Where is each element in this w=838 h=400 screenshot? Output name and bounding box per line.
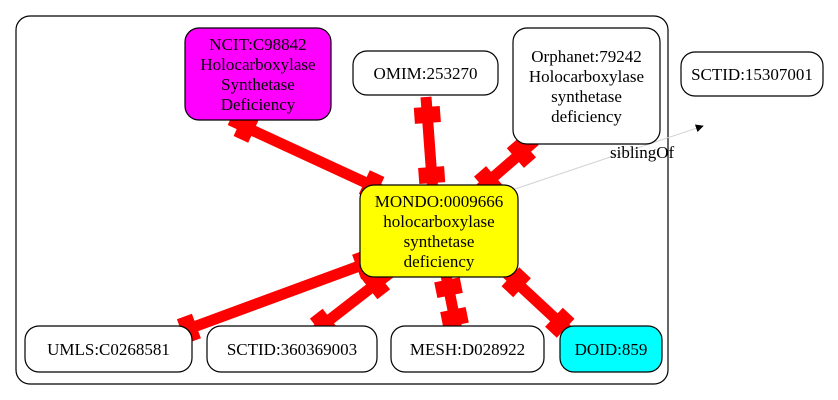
nodes-layer: MONDO:0009666holocarboxylasesynthetasede…	[24, 27, 824, 373]
edge-end-marker	[176, 313, 201, 344]
node-label-line: synthetase	[404, 232, 475, 251]
node-mesh[interactable]: MESH:D028922	[390, 325, 545, 373]
edge-end-marker	[434, 277, 463, 298]
node-box	[559, 325, 663, 373]
node-umls[interactable]: UMLS:C0268581	[24, 325, 193, 373]
edge-label-siblingof: siblingOf	[610, 143, 675, 162]
node-orphanet[interactable]: Orphanet:79242Holocarboxylasesynthetased…	[512, 27, 661, 145]
node-label-line: OMIM:253270	[374, 64, 478, 83]
node-label-line: synthetase	[551, 87, 622, 106]
node-omim[interactable]: OMIM:253270	[352, 50, 499, 96]
edge-mondo-to-ncit	[227, 112, 391, 201]
node-box	[352, 50, 499, 96]
node-label-line: Holocarboxylase	[200, 55, 315, 74]
node-box	[184, 27, 332, 121]
node-label-line: Orphanet:79242	[531, 47, 641, 66]
node-box	[680, 51, 824, 97]
node-box	[206, 325, 378, 373]
node-box	[390, 325, 545, 373]
node-box	[512, 27, 661, 145]
node-label-line: Holocarboxylase	[529, 67, 644, 86]
cluster-frame	[15, 15, 669, 385]
node-box	[24, 325, 193, 373]
node-sctid-15307001[interactable]: SCTID:15307001	[680, 51, 824, 97]
edge-end-marker	[506, 137, 536, 168]
node-label-line: SCTID:15307001	[691, 65, 813, 84]
node-label-line: holocarboxylase	[383, 212, 494, 231]
node-label-line: deficiency	[404, 252, 475, 271]
node-label-line: MESH:D028922	[410, 340, 525, 359]
equivalent-edge-line	[227, 115, 391, 198]
node-doid[interactable]: DOID:859	[559, 325, 663, 373]
node-label-line: Synthetase	[221, 75, 295, 94]
node-label-line: deficiency	[551, 107, 622, 126]
edge-end-marker	[501, 267, 531, 298]
edge-mondo-to-omim	[413, 96, 446, 194]
node-box	[359, 184, 519, 278]
equivalent-edge-line	[170, 252, 383, 341]
node-label-line: NCIT:C98842	[209, 35, 306, 54]
edge-end-marker	[440, 307, 469, 328]
edge-mondo-to-doid	[499, 265, 577, 340]
node-label-line: Deficiency	[221, 95, 296, 114]
node-label-line: SCTID:360369003	[227, 340, 357, 359]
edge-end-marker	[413, 106, 441, 124]
node-mondo[interactable]: MONDO:0009666holocarboxylasesynthetasede…	[359, 184, 519, 278]
node-label-line: UMLS:C0268581	[47, 340, 170, 359]
node-label-line: MONDO:0009666	[375, 192, 503, 211]
node-ncit[interactable]: NCIT:C98842HolocarboxylaseSynthetaseDefi…	[184, 27, 332, 121]
sibling-edge-line	[499, 124, 704, 195]
node-label-line: DOID:859	[575, 340, 648, 359]
edge-end-marker	[545, 307, 575, 338]
edge-mondo-to-sctid-15307001: siblingOf	[499, 124, 704, 195]
edge-end-marker	[418, 166, 446, 184]
edge-mondo-to-mesh	[434, 268, 469, 337]
node-sctid-360369003[interactable]: SCTID:360369003	[206, 325, 378, 373]
